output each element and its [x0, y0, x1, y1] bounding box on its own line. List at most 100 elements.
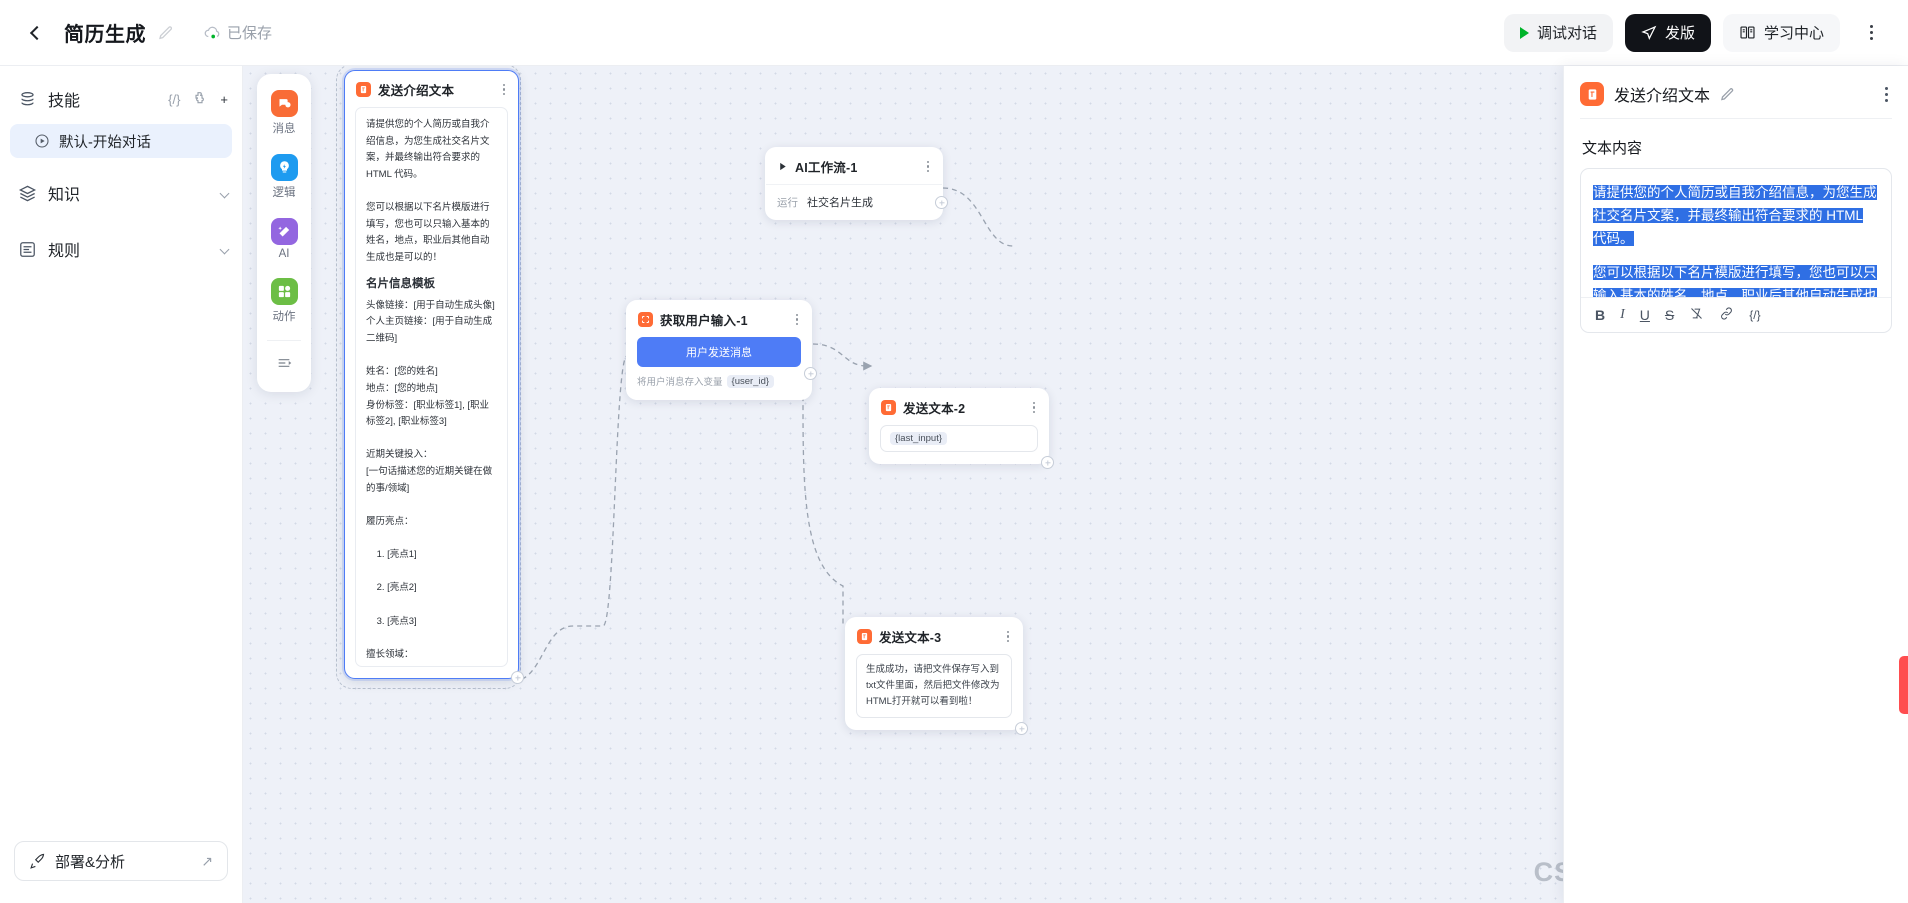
node-header: 发送文本-3	[846, 618, 1022, 654]
node-output-port[interactable]	[511, 671, 524, 684]
action-grid-icon	[270, 278, 298, 305]
node-text-value[interactable]: {last_input}	[880, 425, 1038, 452]
pencil-icon[interactable]	[1720, 87, 1735, 102]
back-button[interactable]	[18, 16, 52, 50]
sidebar-skill-actions: {/} +	[168, 90, 228, 109]
node-more-button[interactable]	[924, 158, 933, 176]
node-body: {last_input}	[870, 425, 1048, 463]
node-output-port[interactable]	[935, 196, 948, 209]
pencil-icon[interactable]	[158, 25, 174, 41]
node-type-logic[interactable]: 逻辑	[257, 148, 311, 208]
text-node-icon	[857, 629, 872, 644]
chevron-down-icon	[219, 188, 230, 198]
external-link-icon: ↗	[201, 852, 213, 869]
skill-icon	[18, 90, 40, 109]
plugin-icon[interactable]	[192, 90, 208, 109]
node-body: 用户发送消息 将用户消息存入变量 {user_id}	[627, 337, 811, 399]
selected-text-2: 您可以根据以下名片模版进行填写，您也可以只输入基本的姓名，地点，职业后其他自动生…	[1593, 264, 1877, 297]
collapse-list-icon[interactable]	[276, 347, 292, 384]
node-header: 获取用户输入-1	[627, 301, 811, 337]
italic-icon[interactable]: I	[1620, 307, 1625, 322]
knowledge-chevron[interactable]	[219, 188, 230, 198]
deploy-label: 部署&分析	[55, 853, 126, 871]
clear-format-icon[interactable]	[1689, 306, 1704, 324]
rules-chevron[interactable]	[219, 244, 230, 254]
link-icon[interactable]	[1719, 306, 1734, 324]
sidebar-section-rules[interactable]: 规则	[0, 226, 242, 272]
knowledge-icon	[18, 184, 40, 203]
text-node-icon	[881, 400, 896, 415]
node-type-toolbar[interactable]: 消息 逻辑 AI	[257, 74, 311, 392]
chevron-left-icon	[29, 25, 44, 40]
node-more-button[interactable]	[1030, 399, 1039, 417]
node-send-text-2[interactable]: 发送文本-2 {last_input}	[869, 388, 1054, 469]
node-header: 发送文本-2	[870, 389, 1048, 425]
node-output-port[interactable]	[1015, 722, 1028, 736]
node-output-port[interactable]	[1041, 456, 1054, 469]
learning-center-button[interactable]: 学习中心	[1722, 13, 1840, 52]
deploy-analyze-button[interactable]: 部署&分析 ↗	[14, 841, 228, 881]
node-type-action[interactable]: 动作	[257, 272, 311, 332]
node-ai-workflow[interactable]: AI工作流-1 运行 社交名片生成	[765, 147, 948, 220]
node-get-user-input[interactable]: 获取用户输入-1 用户发送消息 将用户消息存入变量 {user_id}	[626, 300, 817, 400]
sidebar-item-label: 默认-开始对话	[59, 134, 151, 151]
bold-icon[interactable]: B	[1595, 307, 1606, 323]
node-type-ai[interactable]: AI	[257, 212, 311, 268]
node-text-value[interactable]: 生成成功，请把文件保存写入到txt文件里面，然后把文件修改为HTML打开就可以看…	[856, 654, 1012, 719]
sidebar-item-default-start-chat[interactable]: 默认-开始对话	[10, 124, 232, 158]
chevron-down-icon	[219, 244, 230, 254]
add-skill-button[interactable]: +	[220, 91, 228, 107]
node-more-button[interactable]	[793, 311, 802, 329]
debug-chat-button[interactable]: 调试对话	[1503, 13, 1613, 52]
node-run-row[interactable]: 运行 社交名片生成	[766, 184, 942, 219]
play-circle-icon	[35, 134, 49, 148]
code-snippet-icon[interactable]: {/}	[168, 91, 181, 107]
panel-more-button[interactable]	[1881, 83, 1892, 106]
text-content-label: 文本内容	[1582, 140, 1643, 157]
editor-content[interactable]: 请提供您的个人简历或自我介绍信息，为您生成社交名片文案，并最终输出符合要求的 H…	[1581, 169, 1891, 297]
book-icon	[1740, 26, 1755, 39]
node-user-message-pill[interactable]: 用户发送消息	[637, 337, 801, 367]
code-variable-icon[interactable]: {/}	[1749, 308, 1761, 322]
sidebar-section-skill[interactable]: 技能 {/} +	[0, 76, 242, 122]
node-send-intro-text[interactable]: 发送介绍文本 请提供您的个人简历或自我介绍信息，为您生成社交名片文案，并最终输出…	[344, 70, 524, 684]
panel-title: 发送介绍文本	[1614, 88, 1711, 105]
node-output-port[interactable]	[804, 367, 817, 380]
publish-label: 发版	[1664, 25, 1695, 42]
strikethrough-icon[interactable]: S	[1664, 307, 1675, 323]
input-node-icon	[638, 312, 653, 327]
sidebar-section-skill-label: 技能	[48, 93, 81, 110]
node-more-button[interactable]	[1004, 628, 1013, 646]
prompt-heading: 名片信息模板	[366, 277, 435, 290]
underline-icon[interactable]: U	[1639, 307, 1650, 323]
save-status: 已保存	[204, 22, 272, 43]
node-type-action-label: 动作	[272, 311, 296, 323]
editor-format-toolbar[interactable]: B I U S {/}	[1581, 297, 1891, 332]
node-properties-panel: 发送介绍文本 文本内容 请提供您的个人简历或自我介绍信息，为您生成社交名片文案，…	[1563, 66, 1908, 903]
prompt-part-2: 头像链接：[用于自动生成头像] 个人主页链接：[用于自动生成二维码] 姓名：[您…	[366, 299, 495, 660]
publish-button[interactable]: 发版	[1624, 13, 1711, 52]
node-title: 获取用户输入-1	[660, 314, 748, 328]
node-note: 将用户消息存入变量 {user_id}	[637, 374, 801, 388]
sidebar-section-rules-label: 规则	[48, 243, 81, 260]
node-type-message-label: 消息	[272, 123, 296, 135]
learning-center-label: 学习中心	[1763, 25, 1824, 42]
text-editor[interactable]: 请提供您的个人简历或自我介绍信息，为您生成社交名片文案，并最终输出符合要求的 H…	[1580, 168, 1892, 333]
sidebar-section-knowledge[interactable]: 知识	[0, 170, 242, 216]
node-note-label: 将用户消息存入变量	[637, 377, 723, 388]
variable-chip: {last_input}	[890, 432, 948, 445]
node-send-text-3[interactable]: 发送文本-3 生成成功，请把文件保存写入到txt文件里面，然后把文件修改为HTM…	[845, 617, 1028, 736]
node-body: 请提供您的个人简历或自我介绍信息，为您生成社交名片文案，并最终输出符合要求的 H…	[345, 107, 518, 678]
header-more-button[interactable]	[1852, 14, 1890, 52]
node-type-ai-label: AI	[278, 248, 290, 260]
play-icon	[1519, 26, 1529, 39]
node-type-message[interactable]: 消息	[257, 84, 311, 144]
rocket-icon	[30, 853, 45, 869]
text-node-icon	[1580, 82, 1604, 106]
panel-edge-handle[interactable]	[1899, 656, 1908, 714]
node-body: 生成成功，请把文件保存写入到txt文件里面，然后把文件修改为HTML打开就可以看…	[846, 654, 1022, 729]
node-more-button[interactable]	[500, 81, 509, 99]
page-title: 简历生成	[64, 24, 146, 46]
app-header: 简历生成 已保存 调试对话 发版	[0, 0, 1908, 66]
